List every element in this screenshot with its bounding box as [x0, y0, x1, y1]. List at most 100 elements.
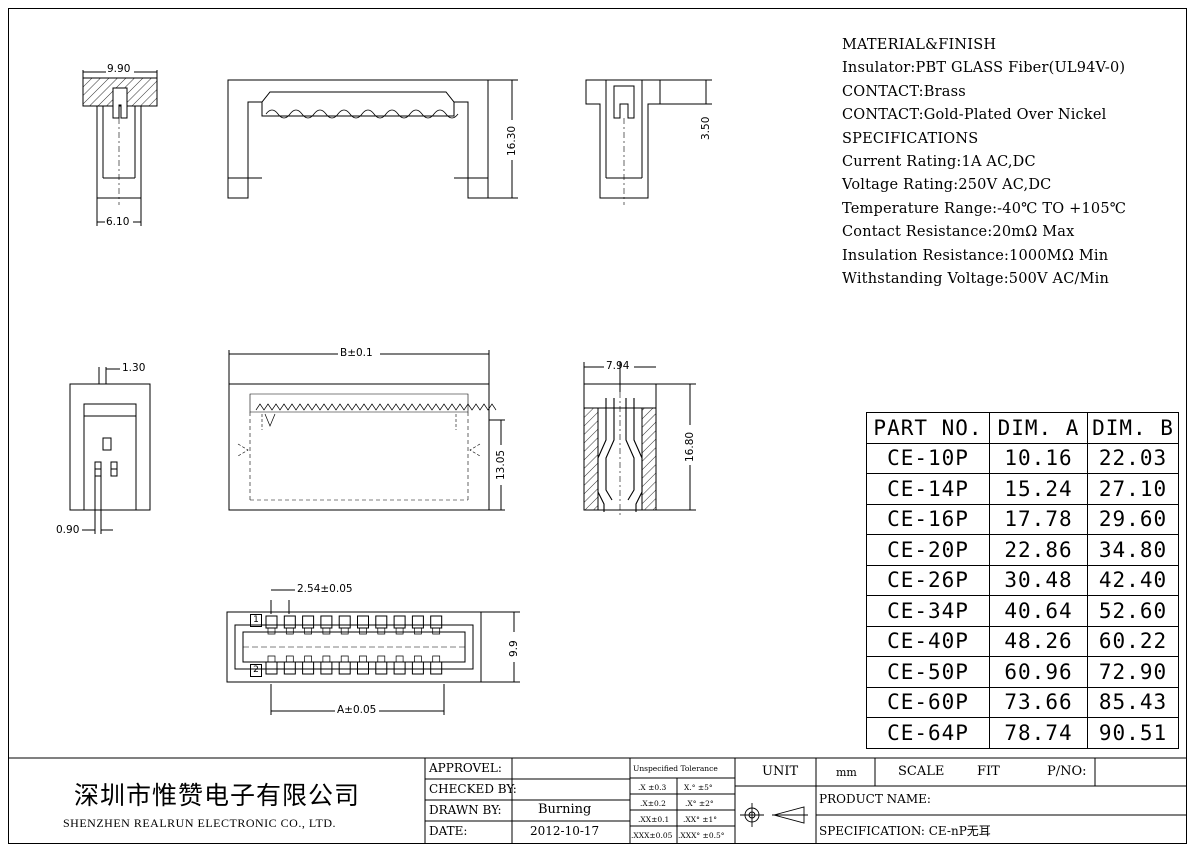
contact-lead [377, 655, 386, 662]
spec-line: Temperature Range:-40℃ TO +105℃ [842, 200, 1127, 217]
pin-pad-top [338, 615, 351, 629]
material-spec-block: MATERIAL&FINISH Insulator:PBT GLASS Fibe… [842, 34, 1126, 291]
date-label: DATE: [429, 824, 468, 838]
contact-lead [267, 655, 276, 662]
spec-line: Voltage Rating:250V AC,DC [842, 177, 1052, 194]
spec-title: MATERIAL&FINISH [842, 37, 997, 53]
table-cell: 40.64 [989, 595, 1088, 627]
unit-label: UNIT [762, 764, 799, 779]
table-cell: 72.90 [1087, 656, 1179, 688]
product-name-label: PRODUCT NAME: [819, 792, 931, 806]
pin-pad-top [357, 615, 369, 629]
contact-lead [432, 628, 441, 635]
dim-99: 9.9 [508, 640, 520, 657]
tolerance-cell: .XXX±0.05 [631, 831, 673, 840]
table-cell: 52.60 [1087, 595, 1179, 627]
tolerance-cell: .X±0.2 [640, 799, 666, 808]
contact-lead [304, 655, 312, 662]
projection-symbol-icon [740, 803, 808, 827]
dim-1630: 16.30 [506, 125, 518, 156]
scale-value: FIT [977, 764, 1000, 779]
unit-value: mm [836, 766, 857, 779]
table-cell: 90.51 [1087, 717, 1179, 749]
pin1-label: 1 [250, 614, 262, 627]
contact-lead [304, 628, 312, 635]
tolerance-cell: .XXX° ±0.5° [678, 831, 725, 840]
table-cell: CE-16P [866, 503, 990, 535]
contact-lead [285, 655, 294, 662]
contact-lead [432, 655, 441, 662]
pno-label: P/NO: [1047, 764, 1087, 779]
spec-line: Current Rating:1A AC,DC [842, 153, 1036, 170]
dim-610: 6.10 [106, 216, 130, 228]
table-cell: 10.16 [989, 442, 1088, 474]
tolerance-cell: .X ±0.3 [638, 783, 667, 792]
table-cell: DIM. A [989, 412, 1088, 444]
dim-990: 9.90 [107, 63, 131, 75]
table-cell: 29.60 [1087, 503, 1179, 535]
contact-lead [395, 655, 404, 662]
pin-pad-bottom [302, 661, 315, 675]
pin2-label: 2 [250, 664, 262, 677]
contact-lead [322, 628, 331, 635]
pin-pad-bottom [393, 661, 406, 675]
table-cell: 22.03 [1087, 442, 1179, 474]
company-name-cn: 深圳市惟赞电子有限公司 [74, 781, 361, 810]
side-view-2 [69, 367, 151, 534]
side-section-view [82, 70, 158, 226]
table-cell: 85.43 [1087, 686, 1179, 718]
pin-pad-top [393, 615, 406, 629]
contact-lead [267, 628, 276, 635]
drawn-value: Burning [538, 802, 592, 817]
dim-130: 1.30 [122, 362, 146, 374]
dim-a: A±0.05 [337, 704, 377, 716]
table-cell: CE-60P [866, 686, 990, 718]
table-cell: 60.96 [989, 656, 1088, 688]
dim-350: 3.50 [700, 116, 712, 140]
pin-pad-bottom [357, 661, 369, 675]
table-cell: 73.66 [989, 686, 1088, 718]
table-cell: CE-26P [866, 564, 990, 596]
tolerance-cell: .XX±0.1 [638, 815, 670, 824]
spec-line: Insulator:PBT GLASS Fiber(UL94V-0) [842, 60, 1126, 77]
top-view [228, 350, 505, 511]
pin-pad-top [430, 615, 443, 629]
dim-1680: 16.80 [684, 431, 696, 462]
table-cell: CE-14P [866, 473, 990, 505]
title-block-lines [8, 757, 1187, 844]
pin-pad-top [302, 615, 315, 629]
table-cell: 78.74 [989, 717, 1088, 749]
table-cell: 17.78 [989, 503, 1088, 535]
contact-lead [340, 655, 349, 662]
table-cell: 60.22 [1087, 625, 1179, 657]
side-view [585, 79, 712, 205]
table-cell: 22.86 [989, 534, 1088, 566]
tolerance-cell: X.° ±5° [684, 783, 713, 792]
pin-pad-bottom [283, 661, 296, 675]
table-cell: CE-20P [866, 534, 990, 566]
contact-lead [377, 628, 386, 635]
dim-090: 0.90 [56, 524, 80, 536]
pin-pad-bottom [265, 661, 278, 675]
dim-b: B±0.1 [340, 347, 373, 359]
company-name-en: SHENZHEN REALRUN ELECTRONIC CO., LTD. [63, 816, 337, 830]
pin-pad-top [375, 615, 388, 629]
contact-lead [340, 628, 349, 635]
pin-pad-bottom [338, 661, 351, 675]
table-cell: CE-40P [866, 625, 990, 657]
table-cell: 30.48 [989, 564, 1088, 596]
spec-line: CONTACT:Gold-Plated Over Nickel [842, 107, 1107, 124]
approved-label: APPROVEL: [429, 761, 502, 775]
pin-pad-bottom [320, 661, 333, 675]
contact-lead [395, 628, 404, 635]
front-view [227, 79, 518, 199]
spec-line: Insulation Resistance:1000MΩ Min [842, 247, 1109, 264]
bottom-pin-view [226, 589, 520, 715]
